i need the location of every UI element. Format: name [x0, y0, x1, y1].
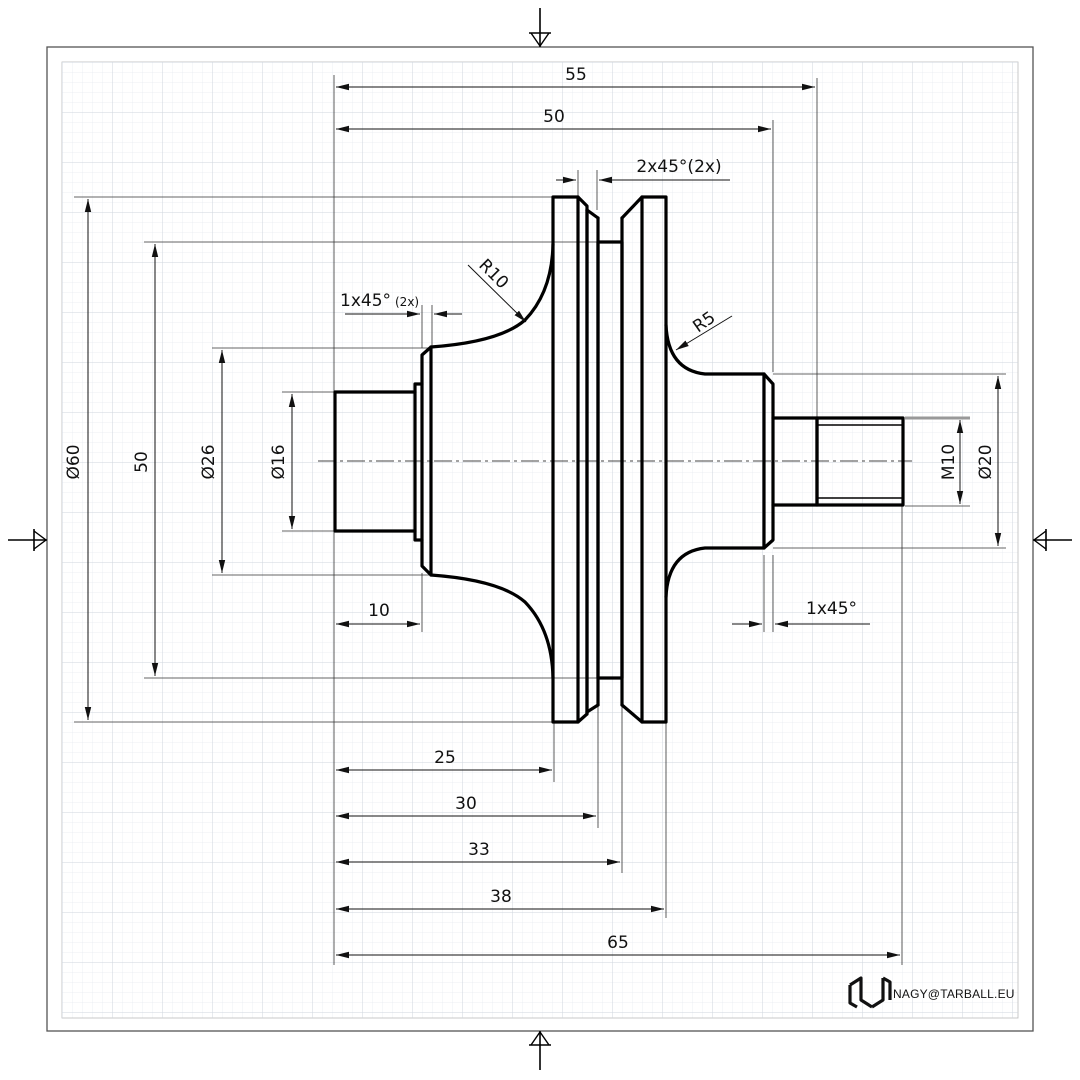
- dim-diameter-50: 50: [132, 451, 152, 473]
- dim-diameter-26: Ø26: [199, 444, 219, 479]
- centering-mark-top: [529, 8, 551, 48]
- dim-thread-m10: M10: [939, 444, 959, 480]
- dim-length-10: 10: [368, 601, 390, 621]
- brand-block: NAGY@TARBALL.EU: [848, 976, 1015, 1009]
- dimension-lines: [84, 83, 1002, 959]
- dim-chamfer-left: 1x45°: [340, 291, 391, 311]
- dim-length-25: 25: [434, 748, 456, 768]
- dim-length-50: 50: [543, 107, 565, 127]
- dim-length-65: 65: [607, 933, 629, 953]
- dimension-labels: 55 50 2x45°(2x) R10 R5 1x45° (2x) 1x45° …: [64, 65, 996, 953]
- brand-email: NAGY@TARBALL.EU: [893, 987, 1015, 1001]
- dim-chamfer-left-multiplier: (2x): [395, 295, 419, 309]
- dim-diameter-16: Ø16: [269, 444, 289, 479]
- dim-length-33: 33: [468, 840, 490, 860]
- tarball-logo-icon: [848, 976, 892, 1009]
- centering-mark-right: [1032, 529, 1072, 551]
- centering-mark-left: [8, 529, 48, 551]
- shaft-outline: [333, 195, 970, 724]
- dim-length-55: 55: [565, 65, 587, 85]
- dim-diameter-60: Ø60: [64, 444, 84, 479]
- dim-length-30: 30: [455, 794, 477, 814]
- dim-chamfer-right: 1x45°: [806, 599, 857, 619]
- centering-marks: [8, 8, 1072, 1070]
- dim-length-38: 38: [490, 887, 512, 907]
- centering-mark-bottom: [529, 1030, 551, 1070]
- sheet-frame: [46, 46, 1034, 1032]
- extension-lines: [74, 75, 1006, 965]
- dim-diameter-20: Ø20: [976, 444, 996, 479]
- dim-chamfer-groove: 2x45°(2x): [636, 157, 721, 177]
